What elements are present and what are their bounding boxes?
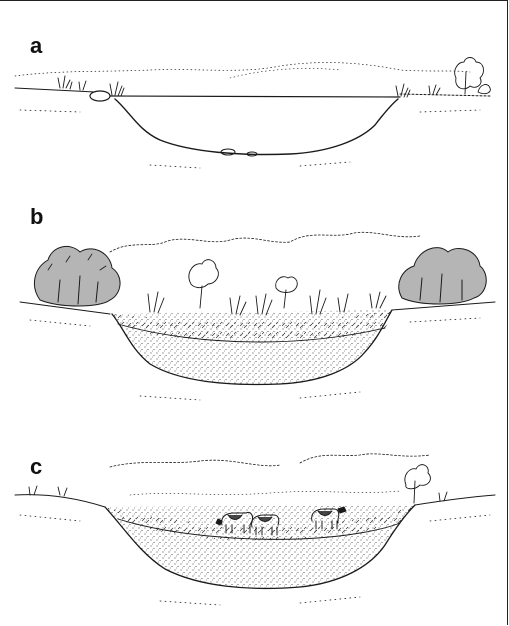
panel-a: a xyxy=(0,0,505,190)
tree-icon xyxy=(405,465,431,503)
panel-c: c xyxy=(0,425,505,625)
panel-b: b xyxy=(0,190,505,425)
shrub-icon xyxy=(189,260,219,308)
background-hills xyxy=(110,460,280,467)
pond-basin-outline xyxy=(115,99,398,154)
distant-hills-line xyxy=(15,63,470,76)
tree-icon xyxy=(34,246,120,306)
tree-icon xyxy=(455,58,491,95)
rock-icon xyxy=(90,91,110,101)
grass-icon xyxy=(29,486,447,501)
pond-grazed-meadow-illustration xyxy=(0,425,505,625)
pond-open-water-illustration xyxy=(0,0,505,190)
background-hills xyxy=(110,232,420,252)
water-surface xyxy=(110,96,400,97)
pond-infilled-marsh-illustration xyxy=(0,190,505,425)
